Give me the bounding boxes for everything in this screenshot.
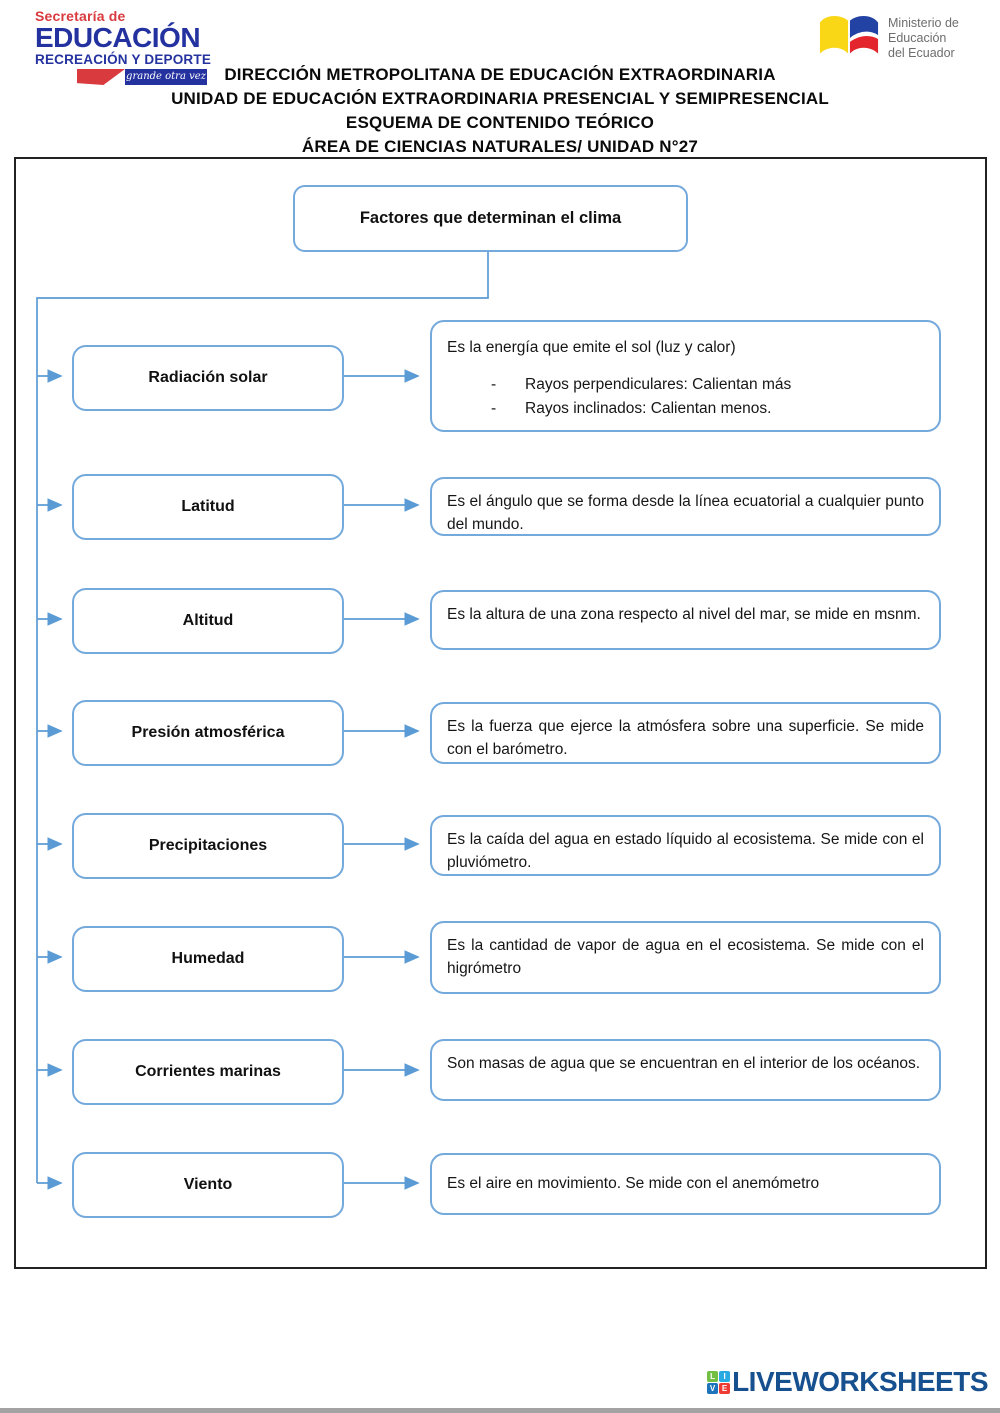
description-box-precipitaciones: Es la caída del agua en estado líquido a… bbox=[430, 815, 941, 876]
header-line-2: UNIDAD DE EDUCACIÓN EXTRAORDINARIA PRESE… bbox=[171, 89, 829, 108]
description-box-corrientes-marinas: Son masas de agua que se encuentran en e… bbox=[430, 1039, 941, 1101]
liveworksheets-logo[interactable]: L I V E LIVEWORKSHEETS bbox=[707, 1366, 988, 1398]
factor-box-latitud: Latitud bbox=[72, 474, 344, 540]
bullet-item: - Rayos inclinados: Calientan menos. bbox=[491, 397, 924, 420]
factor-box-precipitaciones: Precipitaciones bbox=[72, 813, 344, 879]
open-book-flag-icon bbox=[819, 16, 879, 54]
secretaria-logo-line2: EDUCACIÓN bbox=[35, 22, 201, 53]
ministerio-line1: Ministerio de bbox=[888, 15, 959, 30]
ministerio-line3: del Ecuador bbox=[888, 45, 955, 60]
description-box-latitud: Es el ángulo que se forma desde la línea… bbox=[430, 477, 941, 536]
page-bottom-edge bbox=[0, 1408, 1000, 1413]
factor-label: Corrientes marinas bbox=[135, 1063, 281, 1080]
bullet-text: Rayos inclinados: Calientan menos. bbox=[525, 399, 772, 417]
factor-label: Viento bbox=[183, 1176, 233, 1193]
bullet-marker: - bbox=[491, 399, 497, 417]
description-box-presion-atmosferica: Es la fuerza que ejerce la atmósfera sob… bbox=[430, 702, 941, 764]
factor-label: Radiación solar bbox=[148, 369, 268, 386]
tagline-script-text: grande otra vez bbox=[125, 69, 207, 85]
header-line-4: ÁREA DE CIENCIAS NATURALES/ UNIDAD N°27 bbox=[301, 137, 699, 156]
secretaria-educacion-logo: Secretaría de EDUCACIÓN RECREACIÓN Y DEP… bbox=[35, 8, 225, 85]
description-text: Es la energía que emite el sol (luz y ca… bbox=[447, 339, 736, 356]
bullet-marker: - bbox=[491, 376, 497, 394]
secretaria-logo-line1: Secretaría de bbox=[35, 8, 126, 24]
factor-box-radiacion-solar: Radiación solar bbox=[72, 345, 344, 411]
factor-label: Presión atmosférica bbox=[131, 724, 285, 741]
secretaria-logo-tagline-banner: grande otra vez bbox=[77, 69, 207, 85]
factor-label: Humedad bbox=[171, 950, 245, 967]
header-line-3: ESQUEMA DE CONTENIDO TEÓRICO bbox=[345, 113, 655, 132]
description-box-radiacion-solar: Es la energía que emite el sol (luz y ca… bbox=[430, 320, 941, 432]
tile-letter-l: L bbox=[707, 1370, 719, 1382]
factor-label: Altitud bbox=[182, 612, 234, 629]
description-box-altitud: Es la altura de una zona respecto al niv… bbox=[430, 590, 941, 650]
factor-box-humedad: Humedad bbox=[72, 926, 344, 992]
description-text: Es el aire en movimiento. Se mide con el… bbox=[447, 1175, 820, 1193]
factor-label: Latitud bbox=[181, 498, 235, 515]
description-text: Es el ángulo que se forma desde la línea… bbox=[447, 493, 924, 534]
description-text: Es la fuerza que ejerce la atmósfera sob… bbox=[447, 718, 924, 759]
description-text: Es la caída del agua en estado líquido a… bbox=[447, 831, 924, 872]
description-box-humedad: Es la cantidad de vapor de agua en el ec… bbox=[430, 921, 941, 994]
description-box-viento: Es el aire en movimiento. Se mide con el… bbox=[430, 1153, 941, 1215]
description-text: Es la cantidad de vapor de agua en el ec… bbox=[447, 937, 924, 978]
tile-letter-i: I bbox=[719, 1370, 731, 1382]
root-node-factores-clima: Factores que determinan el clima bbox=[293, 185, 688, 252]
bullet-item: - Rayos perpendiculares: Calientan más bbox=[491, 373, 924, 396]
header-line-1: DIRECCIÓN METROPOLITANA DE EDUCACIÓN EXT… bbox=[224, 65, 776, 84]
description-text: Son masas de agua que se encuentran en e… bbox=[447, 1055, 921, 1072]
bullet-list: - Rayos perpendiculares: Calientan más - R… bbox=[447, 373, 924, 420]
bullet-text: Rayos perpendiculares: Calientan más bbox=[525, 376, 792, 394]
ministerio-line2: Educación bbox=[888, 30, 947, 45]
tile-letter-v: V bbox=[707, 1382, 719, 1394]
liveworksheets-wordmark: LIVEWORKSHEETS bbox=[732, 1366, 988, 1397]
factor-box-viento: Viento bbox=[72, 1152, 344, 1218]
liveworksheets-tiles-icon: L I V E bbox=[707, 1370, 731, 1394]
root-node-label: Factores que determinan el clima bbox=[359, 209, 622, 227]
document-header: DIRECCIÓN METROPOLITANA DE EDUCACIÓN EXT… bbox=[0, 63, 1000, 159]
tile-letter-e: E bbox=[719, 1382, 731, 1394]
secretaria-logo-line3: RECREACIÓN Y DEPORTE bbox=[35, 52, 212, 67]
factor-box-presion-atmosferica: Presión atmosférica bbox=[72, 700, 344, 766]
ministerio-logo-text: Ministerio de Educación del Ecuador bbox=[888, 16, 959, 61]
description-text: Es la altura de una zona respecto al niv… bbox=[447, 606, 921, 623]
factor-label: Precipitaciones bbox=[148, 837, 268, 854]
ministerio-educacion-logo: Ministerio de Educación del Ecuador bbox=[818, 12, 959, 64]
factor-box-altitud: Altitud bbox=[72, 588, 344, 654]
factor-box-corrientes-marinas: Corrientes marinas bbox=[72, 1039, 344, 1105]
